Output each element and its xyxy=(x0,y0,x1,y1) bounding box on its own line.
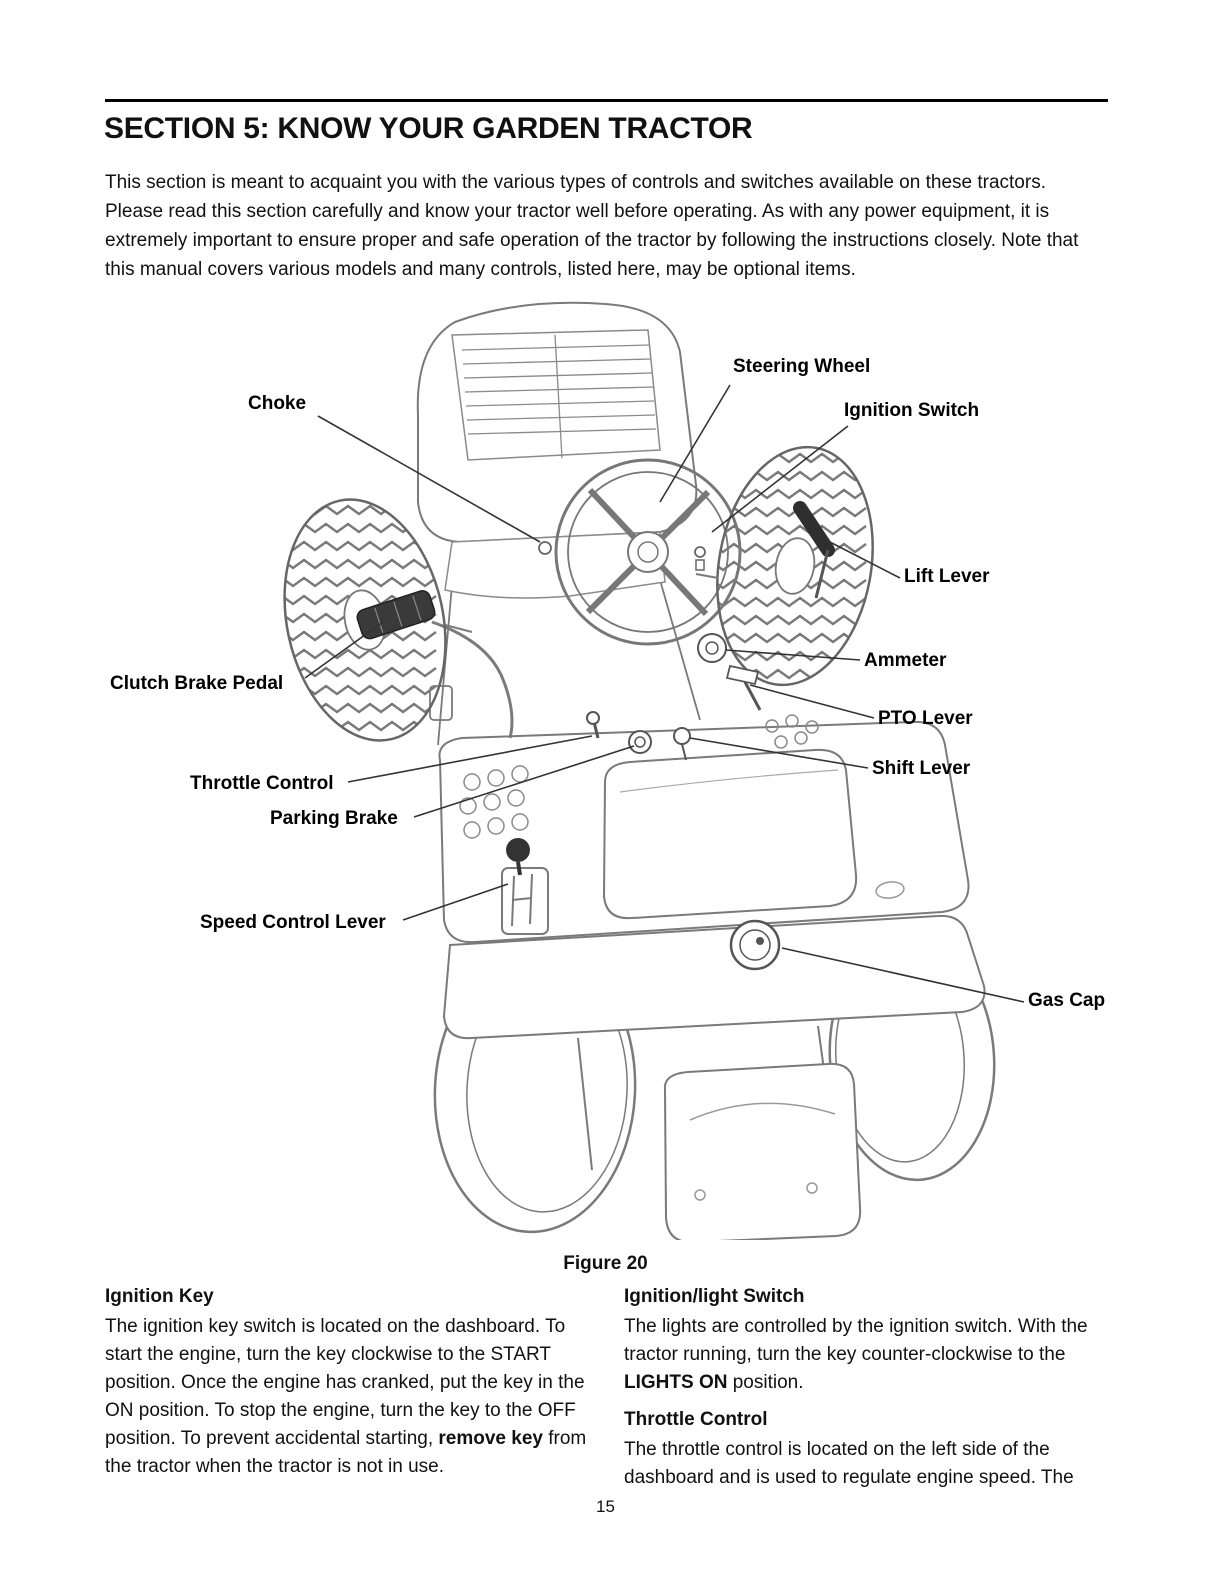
label-shift-lever: Shift Lever xyxy=(872,758,971,779)
ignition-light-text-bold: LIGHTS ON xyxy=(624,1372,728,1393)
figure-caption: Figure 20 xyxy=(563,1253,648,1274)
ignition-key-text-bold: remove key xyxy=(438,1428,543,1449)
label-lift-lever: Lift Lever xyxy=(904,566,990,587)
label-steering-wheel: Steering Wheel xyxy=(733,356,871,377)
label-speed-control-lever: Speed Control Lever xyxy=(200,912,386,933)
tractor-figure: Steering Wheel Choke Ignition Switch Lif… xyxy=(100,290,1111,1240)
ignition-light-text-end: position. xyxy=(727,1372,804,1393)
heading-throttle-control: Throttle Control xyxy=(624,1409,768,1430)
label-parking-brake: Parking Brake xyxy=(270,808,398,829)
label-ignition-switch: Ignition Switch xyxy=(844,400,980,421)
paragraph-ignition-light-switch: The lights are controlled by the ignitio… xyxy=(624,1313,1111,1397)
tractor-diagram xyxy=(280,301,1025,1240)
label-clutch-brake-pedal: Clutch Brake Pedal xyxy=(110,673,284,694)
ignition-key-text-end: from the tractor when the tractor is not… xyxy=(105,1428,587,1477)
page-title: SECTION 5: KNOW YOUR GARDEN TRACTOR xyxy=(104,112,753,145)
paragraph-throttle-control: The throttle control is located on the l… xyxy=(624,1439,1074,1488)
label-throttle-control: Throttle Control xyxy=(190,773,334,794)
right-column: Ignition/light Switch The lights are con… xyxy=(624,1286,1111,1504)
left-column: Ignition Key The ignition key switch is … xyxy=(105,1286,592,1504)
heading-ignition-key: Ignition Key xyxy=(105,1286,214,1307)
leader-lines xyxy=(304,384,1025,1003)
heading-ignition-light-switch: Ignition/light Switch xyxy=(624,1286,805,1307)
two-column-text: Ignition Key The ignition key switch is … xyxy=(105,1286,1111,1504)
top-rule xyxy=(105,99,1108,102)
label-gas-cap: Gas Cap xyxy=(1028,990,1106,1011)
ignition-key-text-start: The ignition key switch is located on th… xyxy=(105,1316,585,1449)
intro-paragraph: This section is meant to acquaint you wi… xyxy=(105,172,1079,280)
label-choke: Choke xyxy=(248,393,307,414)
page-number: 15 xyxy=(596,1497,615,1516)
label-ammeter: Ammeter xyxy=(864,650,947,671)
label-pto-lever: PTO Lever xyxy=(878,708,973,729)
paragraph-ignition-key: The ignition key switch is located on th… xyxy=(105,1313,592,1481)
lift-lever-grip xyxy=(793,501,835,557)
ignition-light-text-start: The lights are controlled by the ignitio… xyxy=(624,1316,1088,1365)
